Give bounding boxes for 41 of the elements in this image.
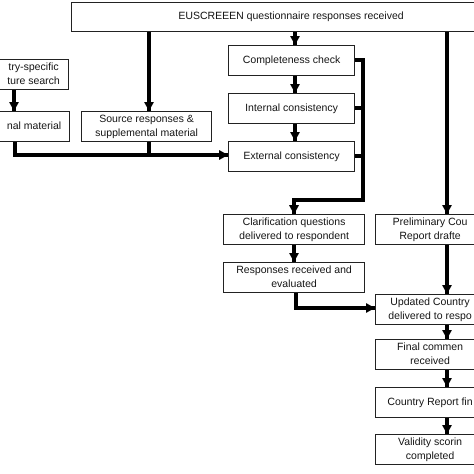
step-text: Source responses & supplemental material [94,113,199,140]
step-text: EUSCREEEN questionnaire responses received [178,10,404,24]
arrow [144,32,154,111]
step-text: Preliminary Cou Report drafte [392,216,468,243]
process-box [71,2,474,32]
process-box [0,111,70,142]
step-text: Completeness check [242,54,340,68]
process-box [223,214,365,245]
arrow [442,325,452,339]
process-box [81,111,212,142]
arrow [289,245,299,262]
arrow [442,370,452,387]
process-box [228,93,355,124]
step-text: External consistency [243,150,340,164]
process-box [228,45,355,76]
step-text: nal material [6,120,62,134]
process-box [375,339,474,370]
step-text: try-specific ture search [6,61,61,88]
step-text: Updated Country delivered to respo [387,296,473,323]
step-text: Internal consistency [245,102,338,116]
step-text: Final commen received [396,341,464,368]
arrow [147,142,228,160]
process-box [375,434,474,465]
process-box [223,262,365,293]
arrow [294,293,375,313]
process-box [375,387,474,418]
arrow [442,418,452,434]
process-box [228,141,355,172]
step-text: Clarification questions delivered to respondent [238,216,350,243]
step-text: Validity scorin completed [397,436,463,463]
process-box [0,59,69,90]
arrow [290,124,300,141]
arrow [442,32,452,214]
arrow [290,76,300,93]
arrow [290,32,300,45]
process-box [375,214,474,245]
arrow [9,90,19,111]
step-text: Country Report fin [387,396,473,410]
arrow [442,245,452,294]
step-text: Responses received and evaluated [235,264,353,291]
process-box [375,294,474,325]
